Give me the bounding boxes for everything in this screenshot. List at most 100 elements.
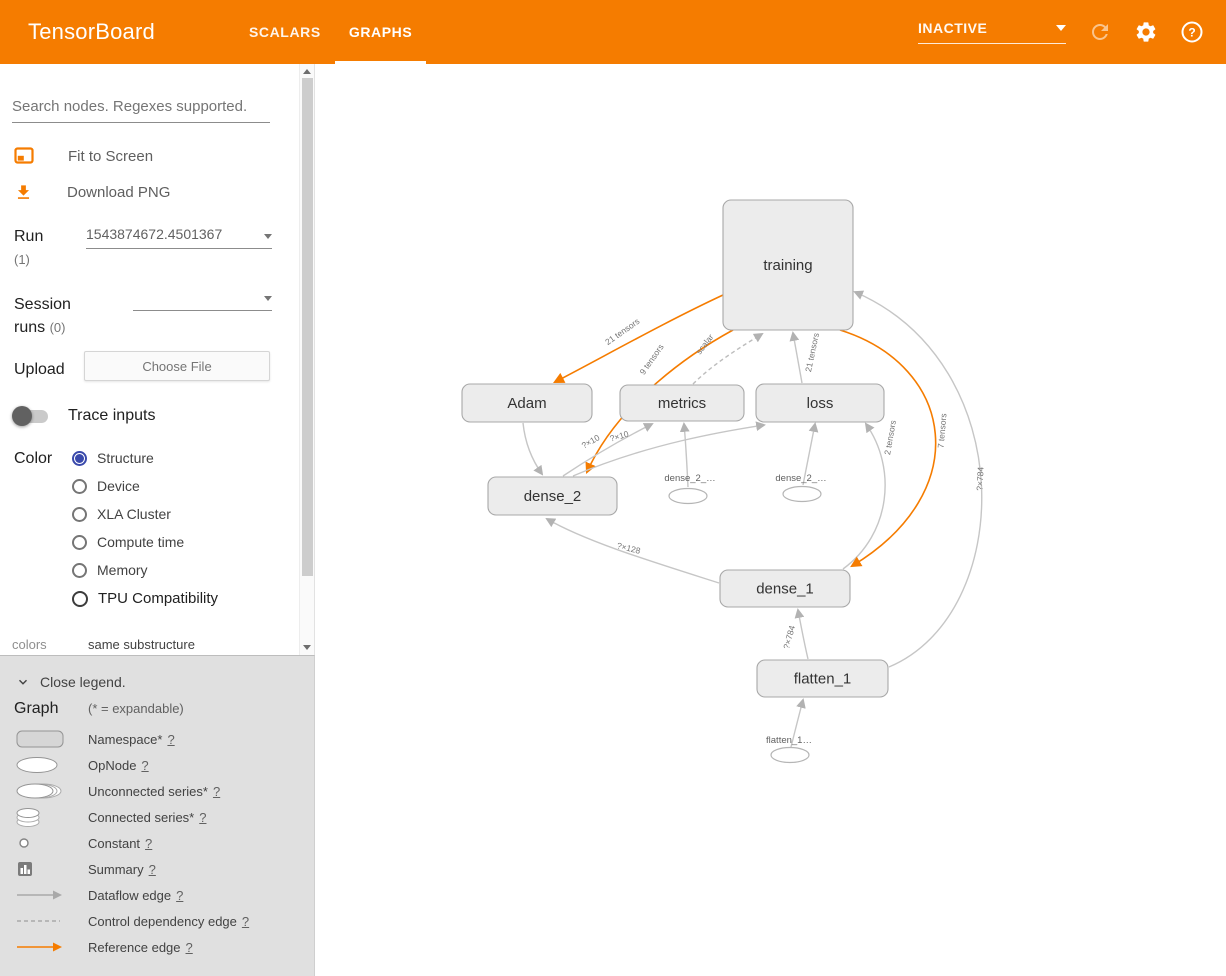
session-label-2: runs (0): [14, 319, 314, 337]
op-node-1[interactable]: dense_2_…: [775, 473, 827, 503]
radio-label: Memory: [97, 562, 148, 578]
color-option-compute-time[interactable]: Compute time: [72, 534, 218, 550]
close-legend-label: Close legend.: [40, 674, 126, 690]
help-link[interactable]: ?: [212, 783, 221, 799]
node-training[interactable]: training: [722, 199, 854, 331]
edge-label-metrics-training: scalar: [694, 332, 716, 356]
connected-series-icon: [14, 806, 88, 828]
search-input[interactable]: Search nodes. Regexes supported.: [12, 98, 270, 123]
help-link[interactable]: ?: [185, 939, 193, 955]
legend-label: Constant: [88, 835, 141, 851]
scroll-up-icon[interactable]: [303, 69, 311, 74]
run-select[interactable]: 1543874672.4501367: [86, 226, 272, 249]
opnode-icon: [14, 755, 88, 775]
edge-label-training-dense_2: 9 tensors: [637, 342, 665, 376]
namespace-icon: [14, 729, 88, 749]
help-link[interactable]: ?: [176, 887, 184, 903]
help-link[interactable]: ?: [141, 757, 149, 773]
expandable-note: (* = expandable): [88, 701, 184, 716]
radio-icon[interactable]: [72, 590, 88, 607]
node-metrics[interactable]: metrics: [619, 384, 745, 422]
download-png-button[interactable]: Download PNG: [14, 183, 314, 202]
download-png-label: Download PNG: [67, 184, 171, 201]
svg-text:?: ?: [1188, 26, 1195, 40]
radio-icon[interactable]: [72, 562, 87, 578]
edge-metrics-training: [692, 332, 764, 385]
node-flatten_1[interactable]: flatten_1: [756, 659, 889, 698]
summary-icon: [14, 859, 88, 879]
radio-icon[interactable]: [72, 478, 87, 494]
radio-icon[interactable]: [72, 506, 87, 522]
tab-graphs[interactable]: GRAPHS: [334, 0, 427, 64]
refresh-icon[interactable]: [1088, 20, 1112, 44]
help-link[interactable]: ?: [167, 731, 175, 747]
app-title: TensorBoard: [28, 19, 155, 44]
help-link[interactable]: ?: [148, 861, 156, 877]
color-option-structure[interactable]: Structure: [72, 450, 218, 466]
fit-to-screen-label: Fit to Screen: [68, 147, 154, 165]
help-link[interactable]: ?: [241, 913, 250, 929]
legend-label: OpNode: [88, 757, 137, 773]
tab-bar: SCALARS GRAPHS: [235, 0, 426, 64]
unconnected-series-icon: [14, 781, 88, 801]
op-node-2[interactable]: flatten_1…: [766, 735, 812, 764]
help-link[interactable]: ?: [199, 809, 207, 825]
tab-scalars[interactable]: SCALARS: [248, 24, 321, 40]
help-link[interactable]: ?: [145, 835, 153, 851]
node-loss[interactable]: loss: [755, 383, 885, 423]
legend-label: Connected series*: [88, 809, 195, 825]
node-dense_2[interactable]: dense_2: [487, 476, 618, 516]
upload-label: Upload: [14, 361, 65, 378]
run-section: Run (1) 1543874672.4501367: [14, 226, 314, 274]
node-adam[interactable]: Adam: [461, 383, 593, 423]
node-label: loss: [807, 395, 834, 412]
status-dropdown[interactable]: INACTIVE: [918, 20, 1066, 44]
chevron-down-icon: [264, 296, 272, 301]
choose-file-button[interactable]: Choose File: [84, 351, 270, 381]
help-icon[interactable]: ?: [1180, 20, 1204, 44]
edge-dense_1-dense_2: [545, 518, 720, 584]
settings-icon[interactable]: [1134, 20, 1158, 44]
color-option-device[interactable]: Device: [72, 478, 218, 494]
radio-label: Device: [97, 478, 140, 494]
app-header: TensorBoard SCALARS GRAPHS INACTIVE ?: [0, 0, 1226, 64]
edge-label-training-dense_1: 7 tensors: [936, 413, 949, 449]
radio-icon[interactable]: [72, 534, 87, 550]
scroll-down-icon[interactable]: [303, 645, 311, 650]
toggle-thumb: [12, 406, 32, 426]
session-runs-select[interactable]: [133, 296, 272, 311]
sidebar-scrollbar[interactable]: [299, 64, 314, 655]
legend-items: Namespace*?OpNode?Unconnected series*?Co…: [0, 726, 314, 960]
node-label: flatten_1: [794, 671, 852, 688]
edge-dense_1-loss: [842, 422, 886, 570]
color-option-xla-cluster[interactable]: XLA Cluster: [72, 506, 218, 522]
legend-label: Dataflow edge: [88, 887, 172, 903]
trace-inputs-toggle[interactable]: [12, 406, 50, 426]
legend-item-control-edge: Control dependency edge?: [0, 908, 314, 934]
node-dense_1[interactable]: dense_1: [719, 569, 851, 608]
edge-dense_2-metrics: [562, 423, 654, 477]
session-label: Session: [14, 296, 71, 313]
legend-title: Graph: [14, 700, 59, 717]
legend-item-opnode: OpNode?: [0, 752, 314, 778]
color-option-tpu-compatibility[interactable]: TPU Compatibility: [72, 590, 218, 607]
edge-label-dense_2-metrics: ?×10: [580, 432, 602, 450]
color-option-memory[interactable]: Memory: [72, 562, 218, 578]
legend-item-summary: Summary?: [0, 856, 314, 882]
fit-to-screen-button[interactable]: Fit to Screen: [14, 147, 314, 165]
edge-training-adam: [553, 294, 724, 384]
reference-edge-icon: [14, 937, 88, 957]
close-legend-button[interactable]: Close legend.: [0, 656, 314, 694]
edge-training-dense_1: [839, 329, 937, 568]
scrollbar-thumb[interactable]: [302, 78, 313, 576]
session-runs-section: Session runs (0): [14, 296, 314, 340]
radio-icon[interactable]: [72, 450, 87, 466]
op-node-label: dense_2_…: [664, 473, 715, 484]
op-node-0[interactable]: dense_2_…: [664, 473, 716, 505]
header-actions: INACTIVE ?: [918, 20, 1204, 44]
legend-panel: Close legend. Graph (* = expandable) Nam…: [0, 655, 315, 976]
